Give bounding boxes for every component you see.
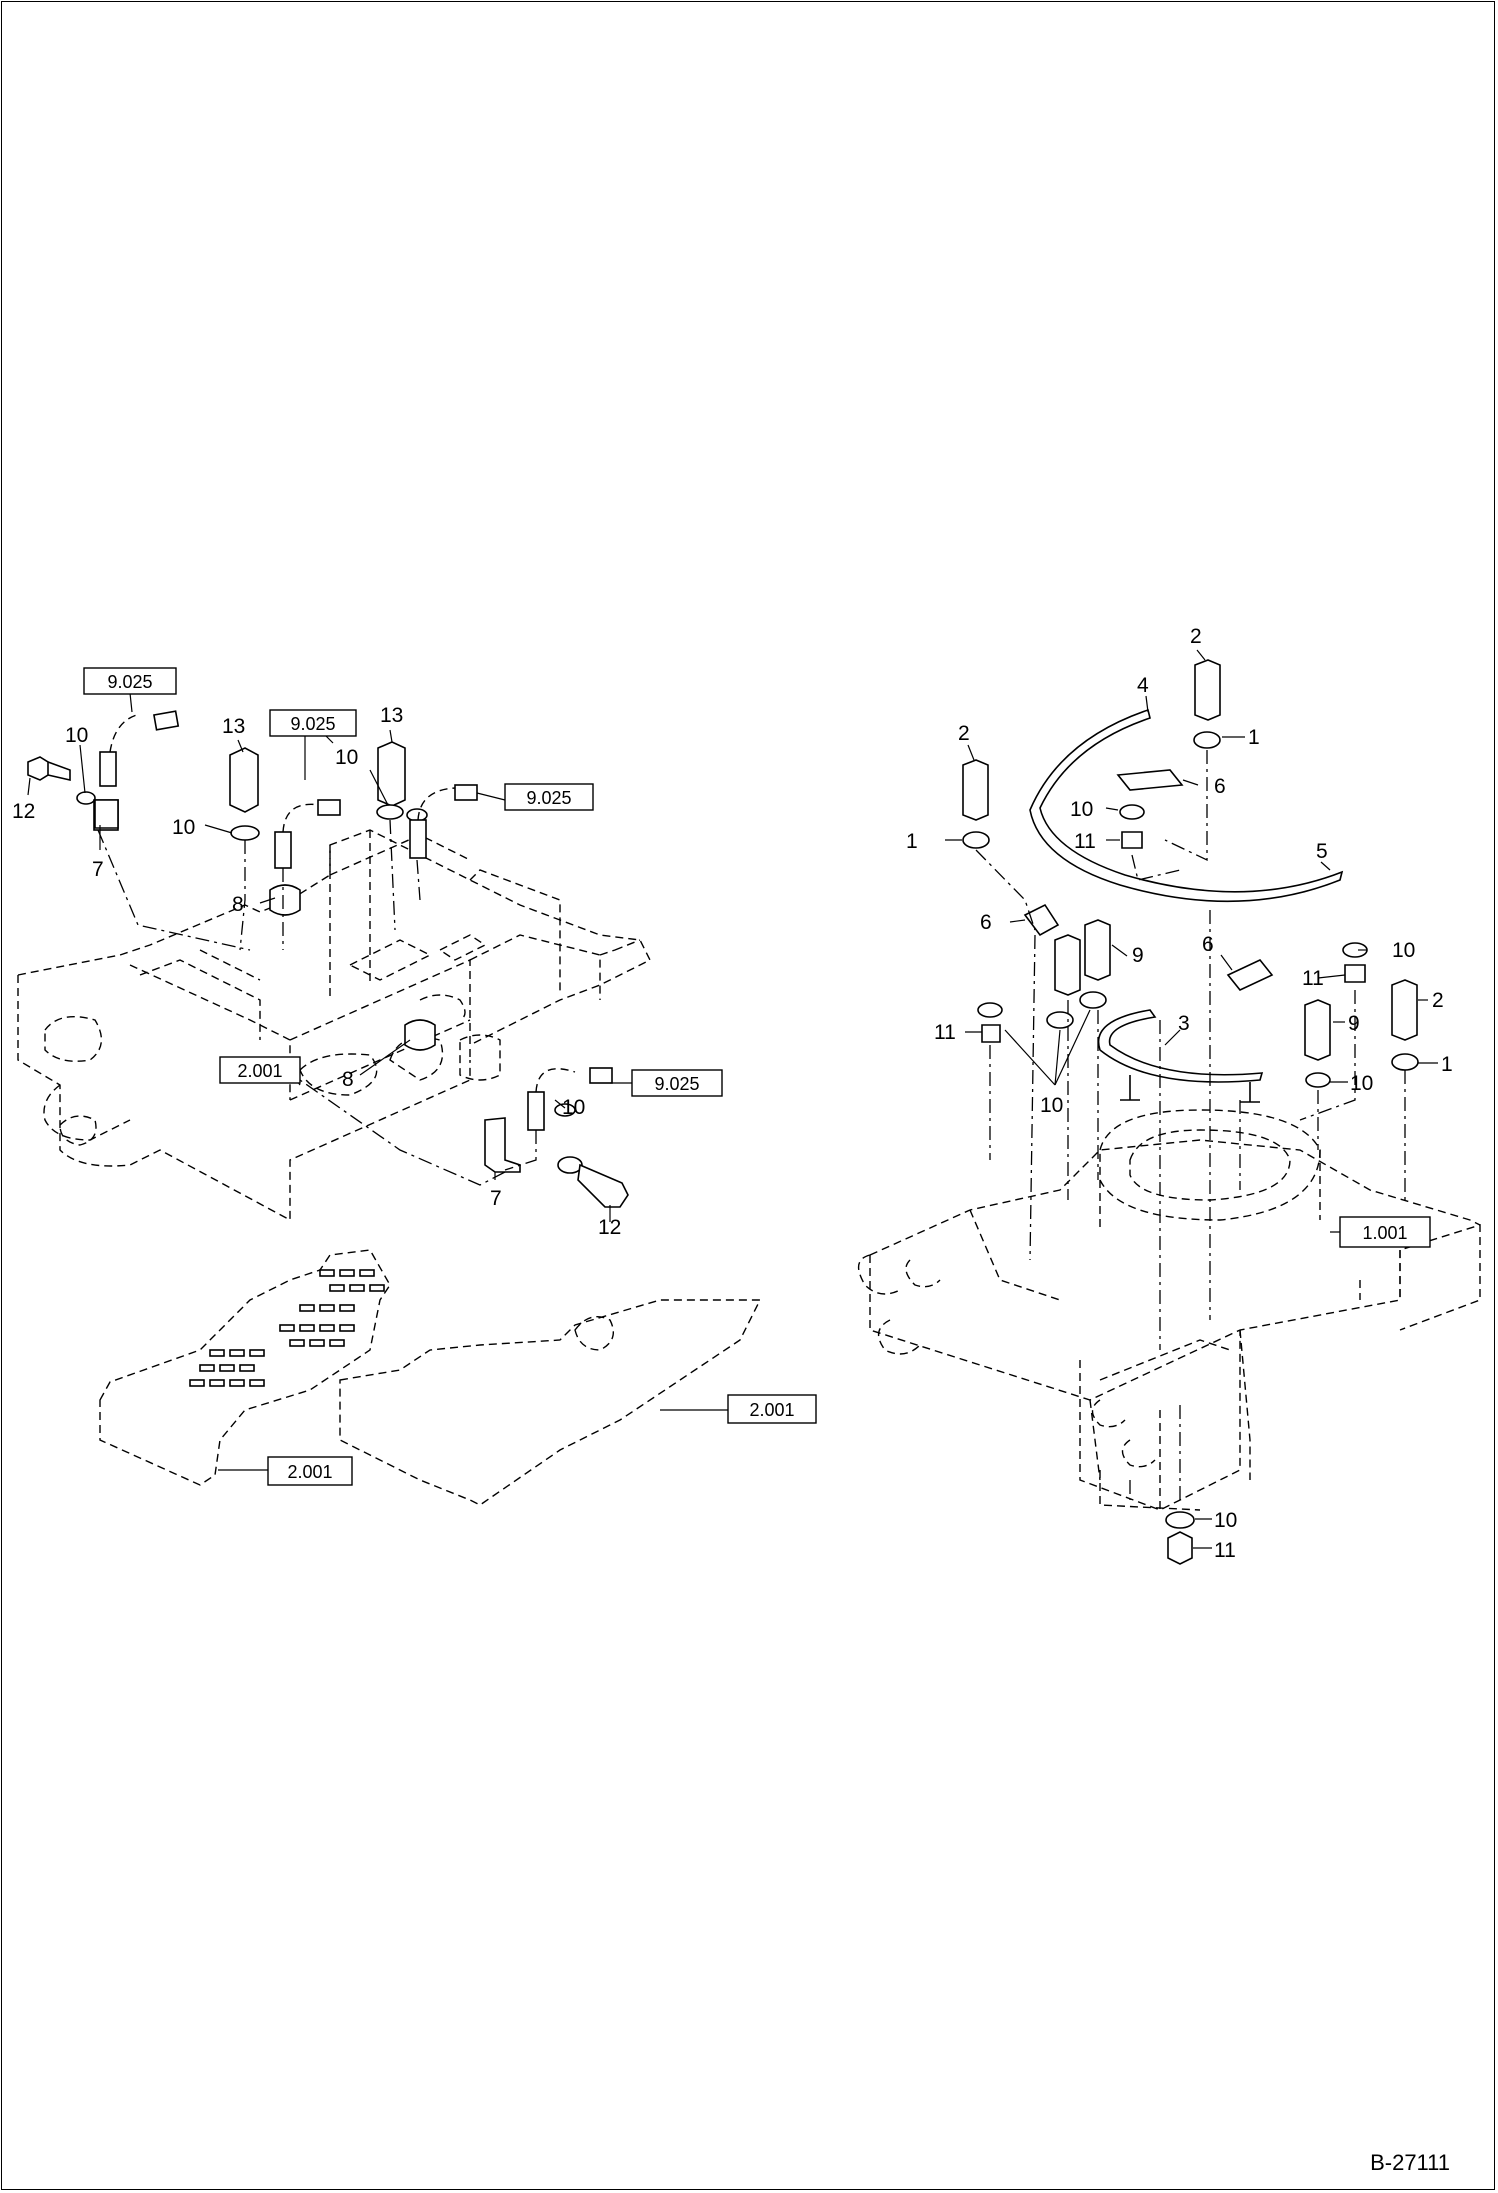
callout-label: 10 bbox=[1214, 1509, 1237, 1532]
ref-box-border bbox=[269, 709, 357, 737]
upper-frame-drawing bbox=[17, 829, 651, 1222]
ref-box-label: 2.001 bbox=[749, 1400, 794, 1420]
callout-label: 13 bbox=[380, 704, 403, 727]
ref-box-border bbox=[504, 783, 594, 811]
callout-label: 12 bbox=[12, 800, 35, 823]
lower-frame-drawing bbox=[857, 1109, 1481, 1511]
callout-label: 11 bbox=[1302, 967, 1324, 990]
floor-mat-drawing bbox=[99, 1249, 762, 1506]
left-callouts: 10 12 7 13 10 8 13 10 8 10 7 12 bbox=[12, 704, 621, 1239]
left-reference-boxes: 9.025 9.025 9.025 9.025 2.001 2.001 bbox=[83, 667, 817, 1486]
ref-box-label: 9.025 bbox=[526, 788, 571, 808]
callout-label: 11 bbox=[934, 1021, 956, 1044]
callout-label: 10 bbox=[1392, 939, 1415, 962]
callout-label: 6 bbox=[1202, 933, 1214, 956]
mat-slots bbox=[189, 1269, 385, 1387]
ref-box-9025-a[interactable]: 9.025 bbox=[83, 667, 177, 695]
callout-label: 7 bbox=[92, 858, 104, 881]
ref-box-2001-a[interactable]: 2.001 bbox=[219, 1056, 301, 1084]
callout-label: 5 bbox=[1316, 840, 1328, 863]
callout-label: 6 bbox=[1214, 775, 1226, 798]
callout-label: 10 bbox=[335, 746, 358, 769]
ref-box-label: 2.001 bbox=[287, 1462, 332, 1482]
right-hardware bbox=[962, 659, 1419, 1565]
ref-box-border bbox=[83, 667, 177, 695]
callout-label: 11 bbox=[1214, 1539, 1236, 1562]
ref-box-label: 9.025 bbox=[654, 1074, 699, 1094]
ref-box-border bbox=[631, 1069, 723, 1097]
left-hardware bbox=[27, 710, 629, 1208]
ref-box-border bbox=[727, 1394, 817, 1424]
callout-label: 10 bbox=[562, 1096, 585, 1119]
callout-label: 10 bbox=[65, 724, 88, 747]
ref-box-label: 9.025 bbox=[107, 672, 152, 692]
callout-label: 1 bbox=[906, 830, 918, 853]
callout-label: 11 bbox=[1074, 830, 1096, 853]
ref-box-label: 9.025 bbox=[290, 714, 335, 734]
callout-label: 9 bbox=[1348, 1012, 1360, 1035]
ref-box-2001-c[interactable]: 2.001 bbox=[267, 1456, 353, 1486]
ref-box-9025-c[interactable]: 9.025 bbox=[504, 783, 594, 811]
callout-label: 13 bbox=[222, 715, 245, 738]
callout-label: 1 bbox=[1441, 1053, 1453, 1076]
callout-label: 10 bbox=[172, 816, 195, 839]
ref-box-label: 1.001 bbox=[1362, 1223, 1407, 1243]
document-number: B-27111 bbox=[1370, 2150, 1450, 2175]
ref-box-9025-d[interactable]: 9.025 bbox=[631, 1069, 723, 1097]
callout-label: 2 bbox=[958, 722, 970, 745]
right-assembly: 1.001 2 4 1 6 10 11 2 1 5 6 9 6 10 11 2 … bbox=[857, 625, 1481, 1565]
callout-label: 8 bbox=[232, 893, 244, 916]
ref-box-label: 2.001 bbox=[237, 1061, 282, 1081]
callout-label: 9 bbox=[1132, 944, 1144, 967]
callout-label: 10 bbox=[1070, 798, 1093, 821]
callout-label: 7 bbox=[490, 1187, 502, 1210]
ref-box-border bbox=[1339, 1216, 1431, 1248]
callout-label: 2 bbox=[1190, 625, 1202, 648]
right-callouts: 2 4 1 6 10 11 2 1 5 6 9 6 10 11 2 11 3 9… bbox=[906, 625, 1453, 1562]
callout-label: 3 bbox=[1178, 1012, 1190, 1035]
callout-label: 4 bbox=[1137, 674, 1149, 697]
ref-box-9025-b[interactable]: 9.025 bbox=[269, 709, 357, 737]
ref-box-1001[interactable]: 1.001 bbox=[1339, 1216, 1431, 1248]
callout-label: 8 bbox=[342, 1068, 354, 1091]
ref-box-border bbox=[219, 1056, 301, 1084]
callout-label: 10 bbox=[1040, 1094, 1063, 1117]
ref-box-2001-b[interactable]: 2.001 bbox=[727, 1394, 817, 1424]
callout-label: 6 bbox=[980, 911, 992, 934]
callout-label: 2 bbox=[1432, 989, 1444, 1012]
right-alignment-lines bbox=[975, 750, 1406, 1500]
callout-label: 10 bbox=[1350, 1072, 1373, 1095]
cover-arcs bbox=[1029, 708, 1344, 1103]
left-assembly: 9.025 9.025 9.025 9.025 2.001 2.001 bbox=[12, 667, 817, 1506]
right-leaders bbox=[945, 649, 1438, 1549]
callout-label: 12 bbox=[598, 1216, 621, 1239]
callout-label: 1 bbox=[1248, 726, 1260, 749]
ref-box-border bbox=[267, 1456, 353, 1486]
